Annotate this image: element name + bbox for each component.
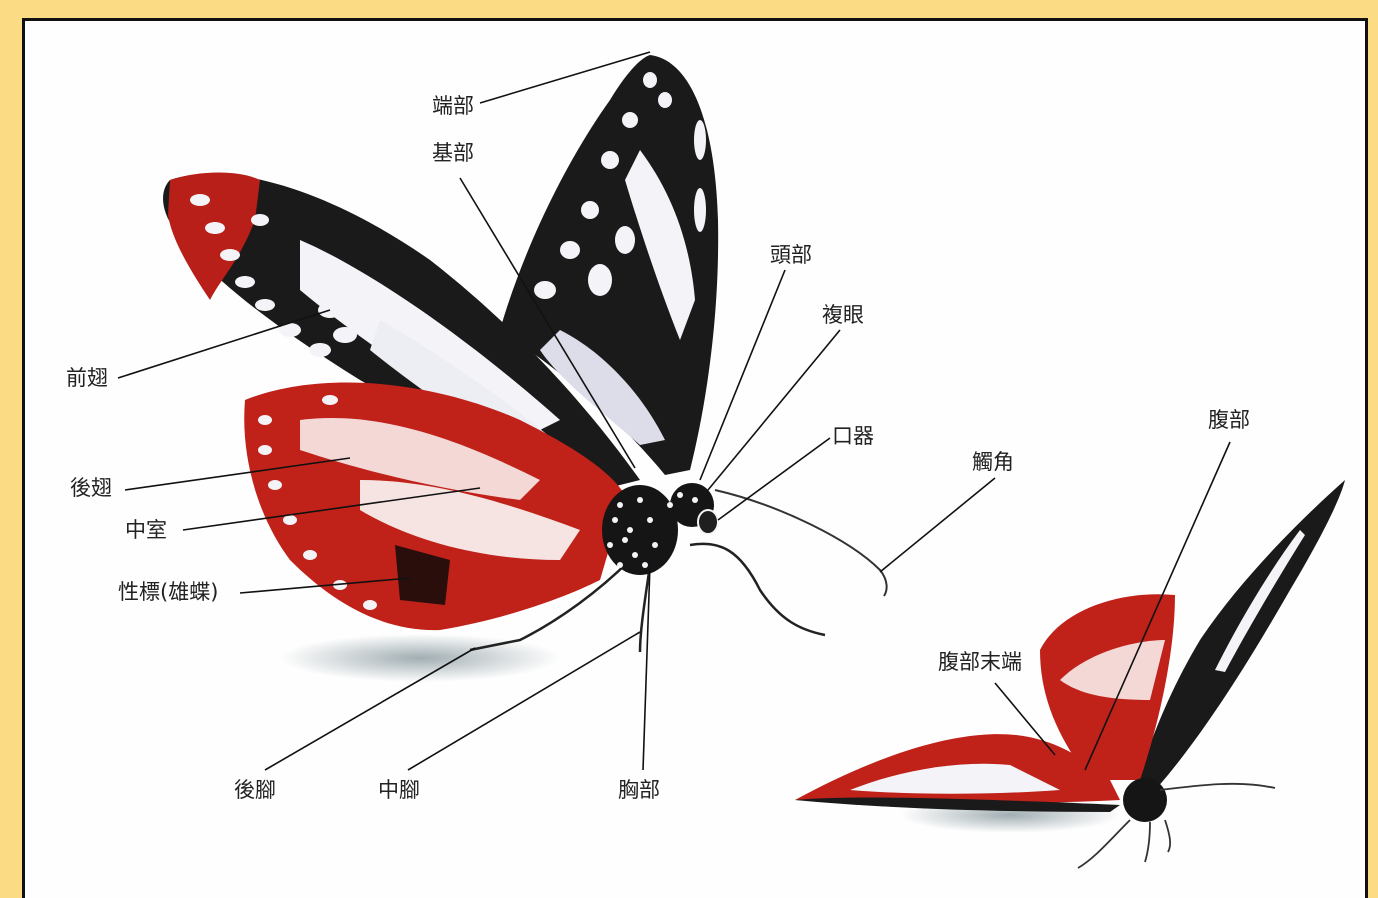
antenna-line [715,490,887,596]
small-butterfly [795,480,1345,868]
label-head: 頭部 [770,245,812,266]
label-antenna: 觸角 [972,452,1014,473]
label-forewing: 前翅 [66,368,108,389]
label-hindwing: 後翅 [70,478,112,499]
label-discal-cell: 中室 [125,520,167,541]
label-mid-leg: 中腳 [378,780,420,801]
label-base: 基部 [432,143,474,164]
compound-eye-body [698,510,718,534]
leader-antenna [880,478,995,572]
label-thorax: 胸部 [618,780,660,801]
label-apex: 端部 [432,96,474,117]
label-sex-brand: 性標(雄蝶) [118,582,218,603]
main-butterfly [163,55,887,652]
label-mouthparts: 口器 [832,426,874,447]
leader-forewing [118,310,330,378]
label-compound-eye: 複眼 [822,305,864,326]
label-abdomen-tip: 腹部末端 [938,652,1022,673]
label-hind-leg: 後腳 [234,780,276,801]
label-abdomen: 腹部 [1208,410,1250,431]
